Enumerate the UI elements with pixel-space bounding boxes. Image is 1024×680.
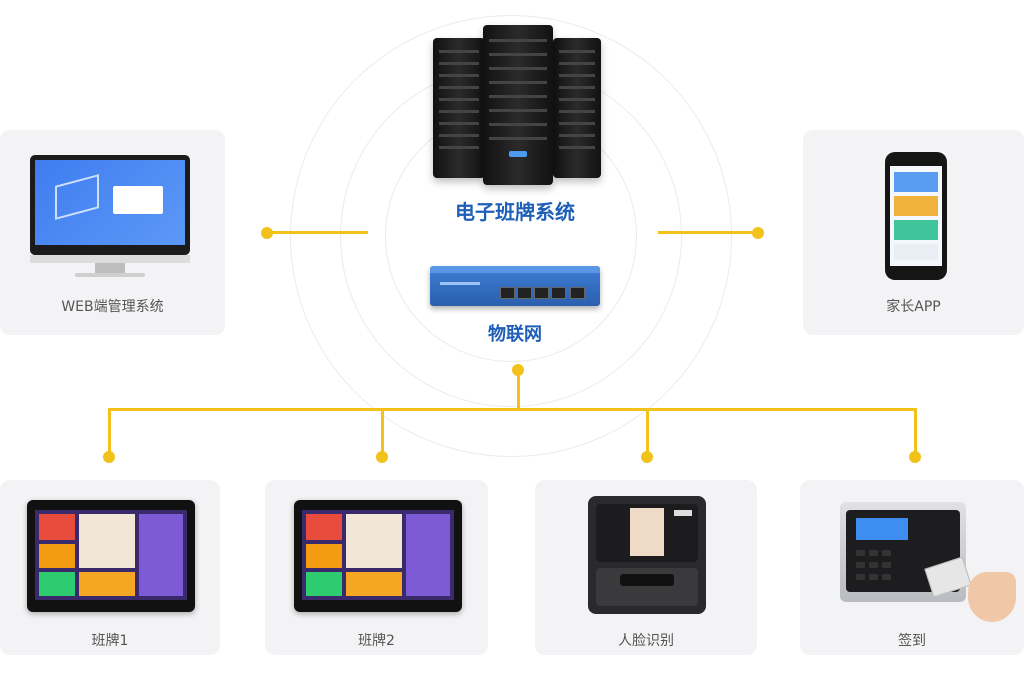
class-board-1-card: 班牌1 [0,480,220,655]
ring-outer [290,15,732,457]
connector-branch-2 [381,408,384,456]
hand-icon [968,572,1016,622]
tablet-icon [27,500,195,612]
connector-dot-2 [376,451,388,463]
class-board-1-label: 班牌1 [91,633,129,649]
phone-icon [885,152,947,280]
face-recognition-card: 人脸识别 [535,480,757,655]
attendance-machine-icon [840,502,972,602]
sign-in-card: 签到 [800,480,1024,655]
parent-app-label: 家长APP [886,299,941,315]
connector-dot-3 [641,451,653,463]
connector-branch-3 [646,408,649,456]
connector-dot-right [752,227,764,239]
connector-right [658,231,758,234]
connector-branch-1 [108,408,111,456]
connector-branch-4 [914,408,917,456]
connector-dot-left [261,227,273,239]
face-terminal-icon [588,496,706,614]
web-management-label: WEB端管理系统 [61,299,164,315]
class-board-2-label: 班牌2 [358,633,395,649]
web-management-card: WEB端管理系统 [0,130,225,335]
sign-in-label: 签到 [898,633,926,649]
tablet-icon [294,500,462,612]
class-board-2-card: 班牌2 [265,480,488,655]
system-title: 电子班牌系统 [455,200,575,224]
iot-title: 物联网 [488,324,542,345]
connector-dot-1 [103,451,115,463]
connector-bus [109,408,917,411]
connector-trunk [517,370,520,410]
face-recognition-label: 人脸识别 [618,633,674,649]
parent-app-card: 家长APP [803,130,1024,335]
network-switch-icon [430,266,600,306]
connector-dot-4 [909,451,921,463]
connector-left [268,231,368,234]
